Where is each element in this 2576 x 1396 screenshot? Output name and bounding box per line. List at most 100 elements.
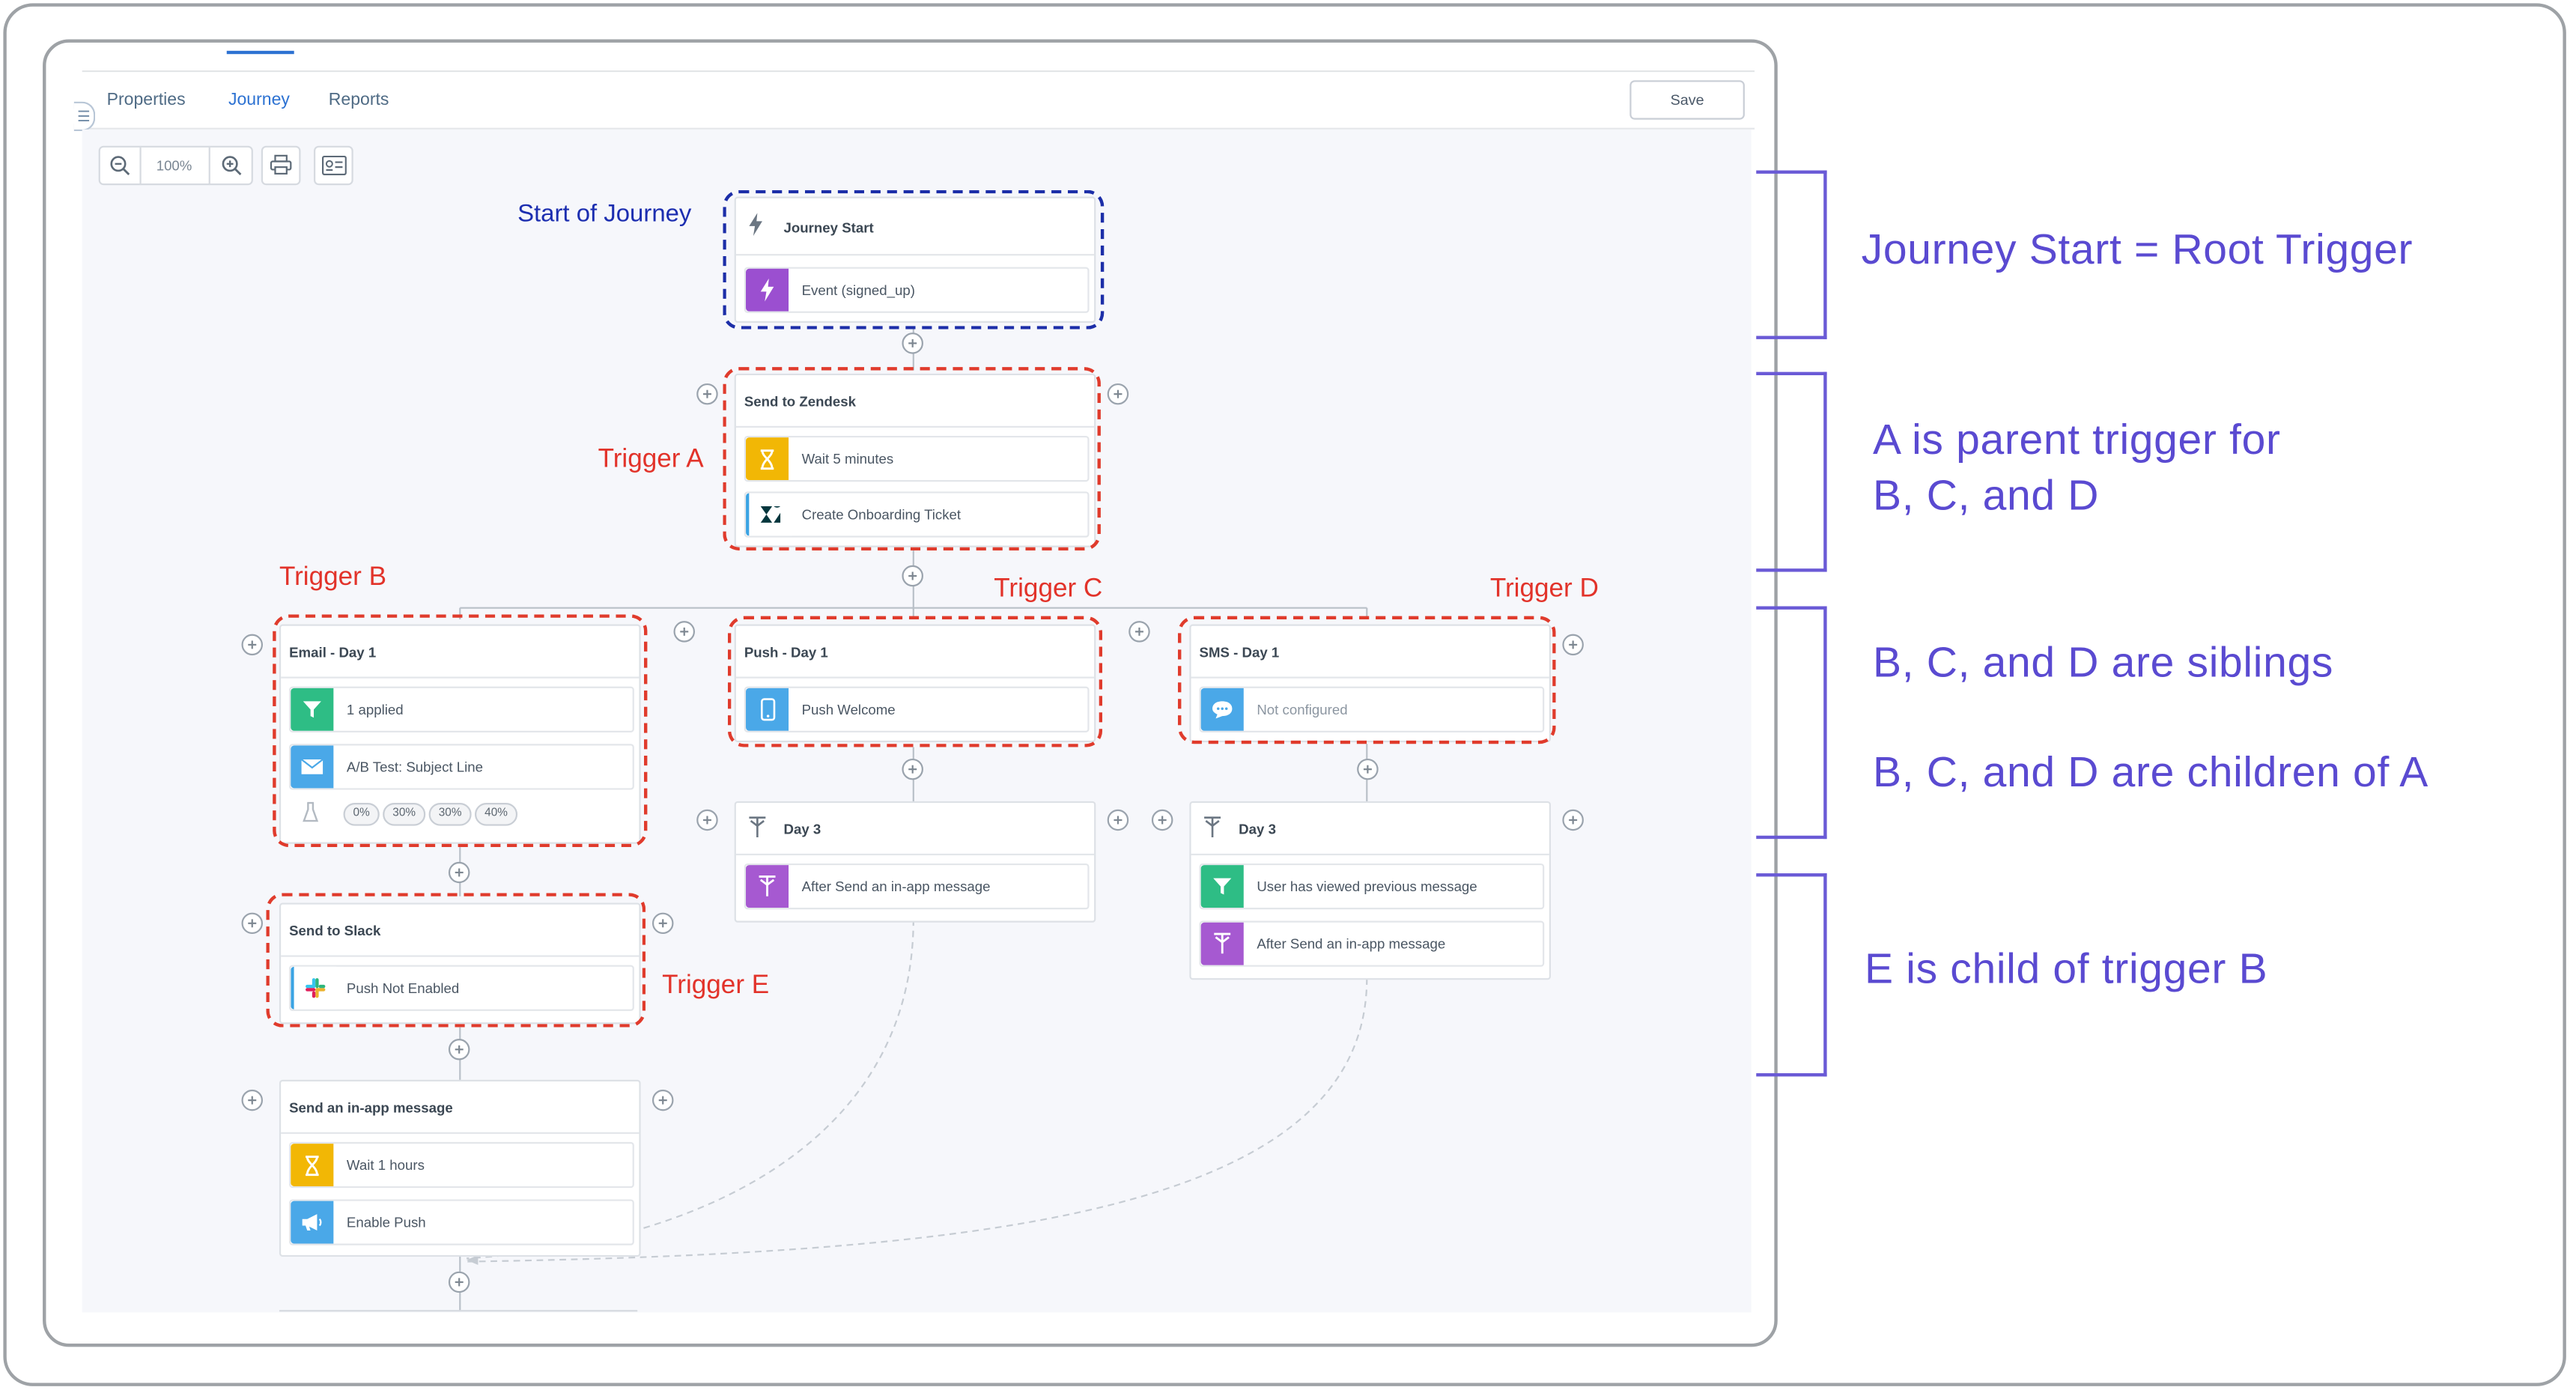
card-title: Push - Day 1 <box>744 643 828 661</box>
zoom-level: 100% <box>156 157 192 174</box>
trigger-e-label: Trigger E <box>662 971 770 1000</box>
bracket-siblings <box>1756 606 1827 840</box>
tab-properties[interactable]: Properties <box>106 90 186 110</box>
day3-sms-card[interactable]: Day 3 User has viewed previous message A… <box>1189 801 1552 980</box>
variant-percent: 0% <box>343 803 380 826</box>
contact-card-icon[interactable] <box>314 145 353 186</box>
add-step-button[interactable] <box>1151 809 1173 831</box>
push-day1-card[interactable]: Push - Day 1 Push Welcome <box>734 624 1096 743</box>
tab-reports[interactable]: Reports <box>328 90 389 110</box>
inapp-card[interactable]: Send an in-app message Wait 1 hours Enab… <box>279 1079 641 1257</box>
zendesk-card[interactable]: Send to Zendesk Wait 5 minutes Create On… <box>734 373 1096 547</box>
trigger-d-label: Trigger D <box>1489 574 1599 604</box>
add-step-button[interactable] <box>1562 634 1584 656</box>
add-step-button[interactable] <box>448 1039 470 1060</box>
lightning-icon <box>746 268 789 312</box>
sms-row[interactable]: Not configured <box>1199 686 1545 732</box>
filter-icon <box>291 688 334 731</box>
row-label: Wait 5 minutes <box>801 450 894 467</box>
bracket-child <box>1756 873 1827 1077</box>
card-title: Day 3 <box>1239 821 1276 837</box>
parent-annotation-line1: A is parent trigger for <box>1873 414 2281 464</box>
print-icon[interactable] <box>261 145 301 186</box>
wait-row[interactable]: Wait 5 minutes <box>744 435 1090 482</box>
row-label: After Send an in-app message <box>801 878 991 895</box>
delay-row[interactable]: After Send an in-app message <box>1199 920 1545 967</box>
add-step-button[interactable] <box>696 383 718 405</box>
trigger-b-highlight <box>273 614 648 848</box>
add-step-button[interactable] <box>1128 621 1150 643</box>
hourglass-icon <box>746 437 789 481</box>
enable-push-row[interactable]: Enable Push <box>289 1199 634 1245</box>
row-label: A/B Test: Subject Line <box>346 758 484 775</box>
sms-day1-card[interactable]: SMS - Day 1 Not configured <box>1189 624 1552 743</box>
parent-annotation-line2: B, C, and D <box>1873 470 2100 520</box>
card-title: Day 3 <box>783 821 821 837</box>
add-step-button[interactable] <box>1107 809 1129 831</box>
add-step-button[interactable] <box>651 912 674 935</box>
card-title: Email - Day 1 <box>289 643 377 661</box>
trigger-c-label: Trigger C <box>994 574 1103 604</box>
slack-row[interactable]: Push Not Enabled <box>289 965 634 1011</box>
card-title: Send an in-app message <box>289 1099 453 1116</box>
delay-row[interactable]: After Send an in-app message <box>744 863 1090 910</box>
journey-start-card[interactable]: Journey Start Event (signed_up) <box>734 196 1096 323</box>
add-step-button[interactable] <box>696 809 718 831</box>
lightning-icon <box>747 213 764 244</box>
trigger-b-label: Trigger B <box>279 563 387 592</box>
add-step-button[interactable] <box>241 634 264 656</box>
variant-percent: 40% <box>475 803 518 826</box>
row-label: Wait 1 hours <box>346 1156 425 1174</box>
add-step-button[interactable] <box>902 565 923 587</box>
add-step-button[interactable] <box>1107 383 1129 405</box>
split-icon <box>746 865 789 908</box>
add-step-button[interactable] <box>1562 809 1584 831</box>
bracket-parent <box>1756 371 1827 572</box>
sidebar-toggle-icon[interactable]: ☰ <box>73 101 96 132</box>
row-label: Create Onboarding Ticket <box>801 506 962 523</box>
tabs-bar: Properties Journey Reports <box>82 72 1755 130</box>
hourglass-icon <box>291 1144 334 1186</box>
children-annotation: B, C, and D are children of A <box>1873 747 2429 797</box>
card-title: SMS - Day 1 <box>1199 643 1280 661</box>
zendesk-action-row[interactable]: Create Onboarding Ticket <box>744 491 1090 538</box>
active-tab-indicator <box>226 50 294 55</box>
row-label: 1 applied <box>346 701 404 718</box>
split-icon <box>1203 816 1222 848</box>
slack-card[interactable]: Send to Slack Push Not Enabled <box>279 902 641 1025</box>
zoom-in-icon[interactable] <box>208 147 253 184</box>
top-divider <box>82 70 1755 73</box>
day3-push-card[interactable]: Day 3 After Send an in-app message <box>734 801 1096 923</box>
push-row[interactable]: Push Welcome <box>744 686 1090 732</box>
start-of-journey-label: Start of Journey <box>517 199 692 228</box>
tab-journey[interactable]: Journey <box>228 90 290 110</box>
add-step-button[interactable] <box>241 1089 264 1111</box>
filter-row[interactable]: User has viewed previous message <box>1199 863 1545 910</box>
trigger-e-highlight <box>266 893 646 1028</box>
add-step-button[interactable] <box>1357 758 1379 780</box>
row-label: User has viewed previous message <box>1257 878 1477 895</box>
email-row[interactable]: A/B Test: Subject Line <box>289 744 634 790</box>
filter-row[interactable]: 1 applied <box>289 686 634 732</box>
split-icon <box>747 816 767 848</box>
row-label: Event (signed_up) <box>801 282 915 299</box>
filter-icon <box>1200 865 1244 908</box>
row-label: Enable Push <box>346 1214 426 1231</box>
save-button[interactable]: Save <box>1629 80 1745 120</box>
trigger-a-label: Trigger A <box>598 446 704 474</box>
beaker-icon <box>303 801 319 831</box>
zoom-out-icon[interactable] <box>100 147 142 184</box>
row-label: Not configured <box>1257 701 1348 718</box>
add-step-button[interactable] <box>448 1271 470 1293</box>
add-step-button[interactable] <box>902 333 923 354</box>
trigger-d-highlight <box>1178 616 1556 744</box>
add-step-button[interactable] <box>673 621 696 643</box>
add-step-button[interactable] <box>902 758 923 780</box>
trigger-c-highlight <box>727 616 1103 747</box>
wait-row[interactable]: Wait 1 hours <box>289 1141 634 1189</box>
add-step-button[interactable] <box>651 1089 674 1111</box>
trigger-event-row[interactable]: Event (signed_up) <box>744 267 1090 313</box>
add-step-button[interactable] <box>448 861 470 884</box>
add-step-button[interactable] <box>241 912 264 935</box>
